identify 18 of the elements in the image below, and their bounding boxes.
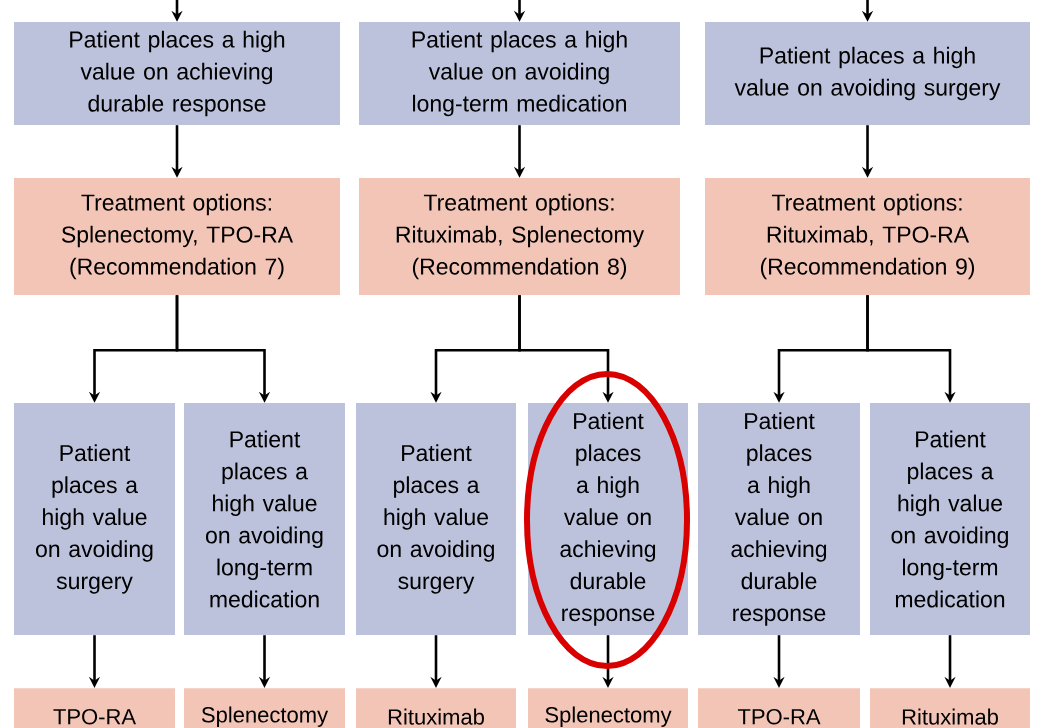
preference-box: Patient places a high value on achieving durable response: [528, 403, 688, 635]
option-box: Rituximab: [870, 688, 1030, 728]
option-box: Treatment options: Splenectomy, TPO-RA (Recommendation 7): [14, 178, 340, 295]
preference-box: Patient places a high value on avoiding long-term medication: [184, 403, 345, 635]
preference-box: Patient places a high value on avoiding long-term medication: [359, 22, 680, 125]
option-box: Treatment options: Rituximab, Splenectomy (Recommendation 8): [359, 178, 680, 295]
preference-box: Patient places a high value on achieving durable response: [14, 22, 340, 125]
option-box: Splenectomy: [528, 688, 688, 728]
preference-box: Patient places a high value on avoiding surgery: [14, 403, 175, 635]
preference-box: Patient places a high value on avoiding surgery: [356, 403, 516, 635]
preference-box: Patient places a high value on avoiding long-term medication: [870, 403, 1030, 635]
option-box: TPO-RA: [698, 688, 860, 728]
option-box: Rituximab: [356, 688, 516, 728]
option-box: TPO-RA: [14, 688, 175, 728]
option-box: Splenectomy: [184, 688, 345, 728]
preference-box: Patient places a high value on avoiding surgery: [705, 22, 1030, 125]
preference-box: Patient places a high value on achieving durable response: [698, 403, 860, 635]
option-box: Treatment options: Rituximab, TPO-RA (Recommendation 9): [705, 178, 1030, 295]
